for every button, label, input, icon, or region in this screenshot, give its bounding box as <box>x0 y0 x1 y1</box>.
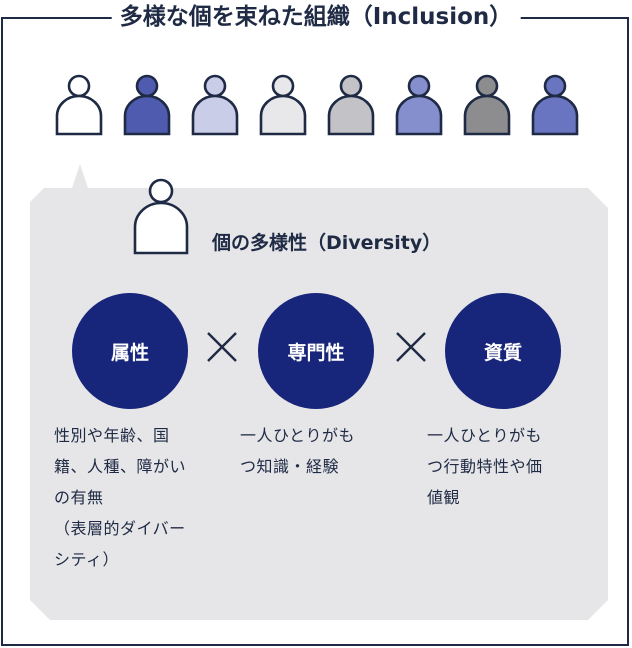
factor-label-attribute: 属性 <box>110 341 149 364</box>
person-icon-lavender <box>190 72 240 136</box>
diversity-person-icon <box>132 175 190 261</box>
factor-circle-attribute: 属性 <box>72 293 188 409</box>
diversity-title: 個の多様性（Diversity） <box>212 232 442 254</box>
factor-label-expertise: 専門性 <box>287 341 345 364</box>
multiply-icon <box>394 330 428 368</box>
factor-description-qualities: 一人ひとりがも つ行動特性や価 値観 <box>427 426 543 507</box>
factor-description-expertise: 一人ひとりがも つ知識・経験 <box>240 426 356 476</box>
factor-circle-qualities: 資質 <box>445 293 561 409</box>
factor-label-qualities: 資質 <box>483 341 522 364</box>
person-icon-indigo <box>122 72 172 136</box>
multiply-icon <box>205 330 239 368</box>
person-icon-dark-grey <box>462 72 512 136</box>
person-icon-light-grey <box>258 72 308 136</box>
frame-title: 多様な個を束ねた組織（Inclusion） <box>111 0 521 34</box>
factor-description-attribute: 性別や年齢、国 籍、人種、障がい の有無 （表層的ダイバー シティ） <box>54 426 187 569</box>
person-icon-periwinkle <box>394 72 444 136</box>
person-icon-white <box>54 72 104 136</box>
people-row <box>54 72 584 138</box>
person-icon-blue <box>530 72 580 136</box>
person-icon-grey <box>326 72 376 136</box>
factor-circle-expertise: 専門性 <box>258 293 374 409</box>
